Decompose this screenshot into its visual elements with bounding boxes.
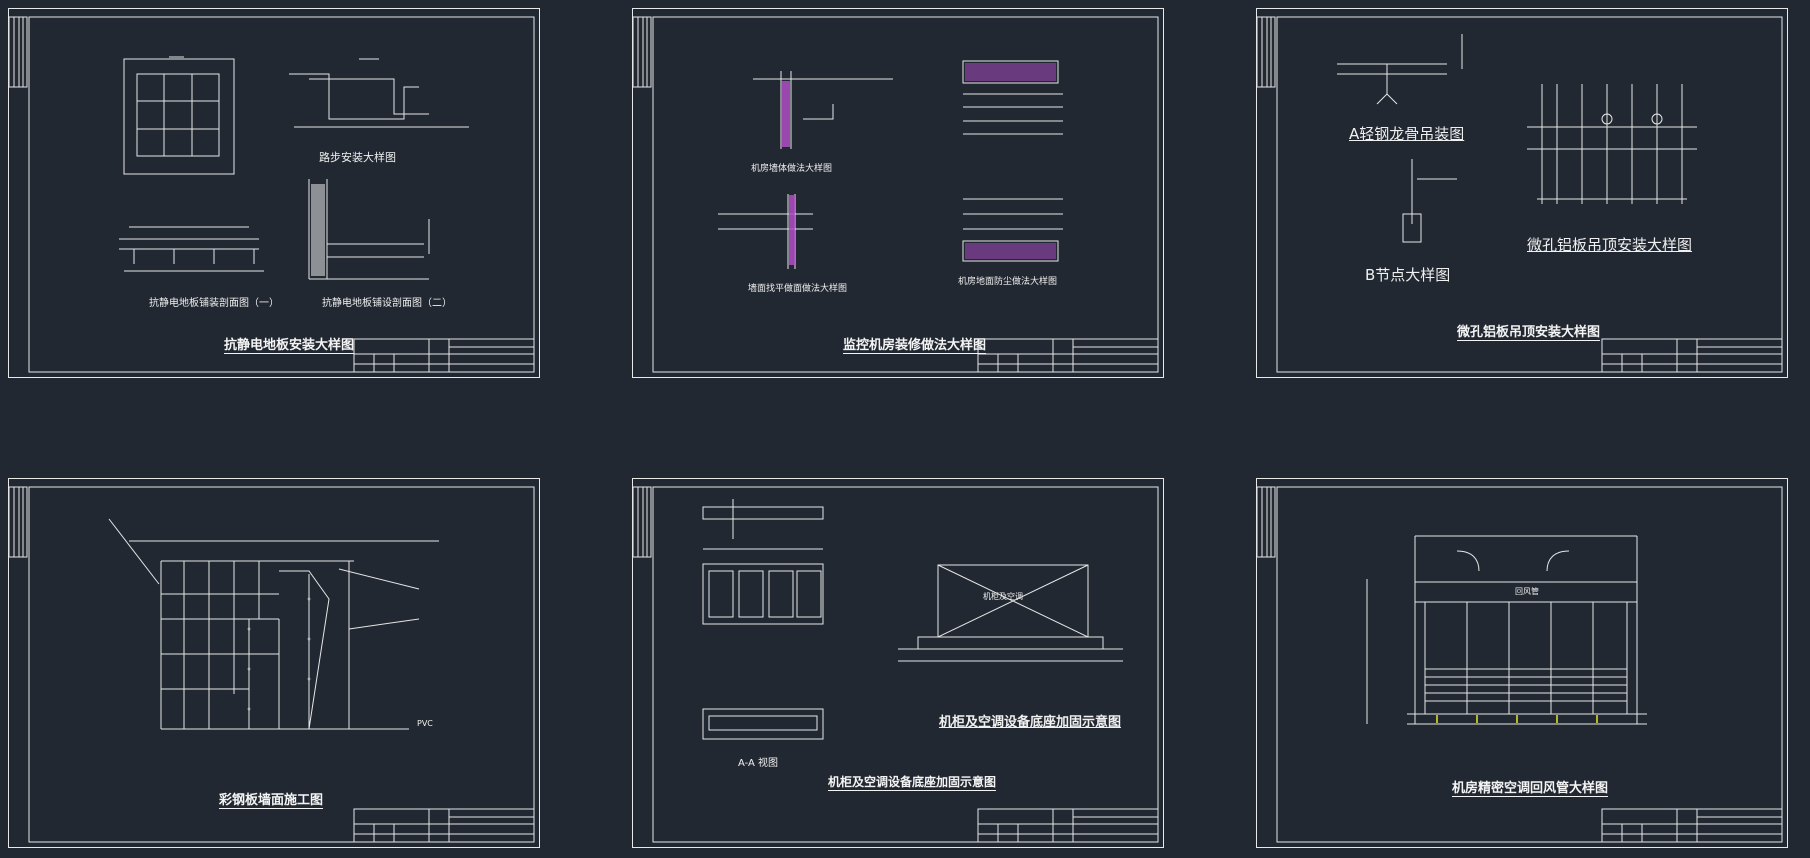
drawing-sheet-4[interactable]: PVC 彩钢板墙面施工图 xyxy=(8,478,540,848)
sheet-1-title: 抗静电地板安装大样图 xyxy=(224,338,355,353)
sheet-6-sublabel-1: 回风管 xyxy=(1515,587,1539,596)
drawing-sheet-1[interactable]: 路步安装大样图 抗静电地板铺装剖面图（一） 抗静电地板铺设剖面图（二） 抗静电地… xyxy=(8,8,540,378)
drawing-sheet-2[interactable]: 机房墙体做法大样图 墙面找平做面做法大样图 机房地面防尘做法大样图 监控机房装修… xyxy=(632,8,1164,378)
sheet-2-sublabel-2: 墙面找平做面做法大样图 xyxy=(748,284,848,294)
sheet-3-title: 微孔铝板吊顶安装大样图 xyxy=(1457,325,1601,340)
drawing-sheet-5[interactable]: A-A 视图 机柜及空调设备底座加固示意图 机柜及空调 机柜及空调设备底座加固示… xyxy=(632,478,1164,848)
sheet-6-linework xyxy=(1257,486,1783,843)
sheet-6-title: 机房精密空调回风管大样图 xyxy=(1452,781,1609,796)
sheet-5-sublabel-2: A-A 视图 xyxy=(738,758,779,769)
sheet-5-sublabel-3: 机柜及空调 xyxy=(983,592,1023,601)
drawing-sheet-3[interactable]: A轻钢龙骨吊装图 B节点大样图 微孔铝板吊顶安装大样图 微孔铝板吊顶安装大样图 xyxy=(1256,8,1788,378)
sheet-3-linework xyxy=(1257,16,1783,373)
sheet-2-sublabel-3: 机房地面防尘做法大样图 xyxy=(958,277,1058,287)
sheet-3-sublabel-3: 微孔铝板吊顶安装大样图 xyxy=(1527,236,1693,254)
sheet-4-title: 彩钢板墙面施工图 xyxy=(219,793,324,808)
sheet-2-sublabel-1: 机房墙体做法大样图 xyxy=(751,164,833,174)
drawing-sheet-6[interactable]: 回风管 机房精密空调回风管大样图 xyxy=(1256,478,1788,848)
sheet-1-sublabel-1: 路步安装大样图 xyxy=(319,151,396,164)
sheet-5-linework xyxy=(633,486,1159,843)
sheet-5-sublabel-1: 机柜及空调设备底座加固示意图 xyxy=(939,715,1122,730)
sheet-2-title: 监控机房装修做法大样图 xyxy=(843,338,987,353)
sheet-1-sublabel-3: 抗静电地板铺设剖面图（二） xyxy=(322,298,452,309)
sheet-1-linework xyxy=(9,16,535,373)
sheet-4-sublabel-1: PVC xyxy=(417,719,433,728)
sheet-1-sublabel-2: 抗静电地板铺装剖面图（一） xyxy=(149,298,279,309)
sheet-3-sublabel-1: A轻钢龙骨吊装图 xyxy=(1349,125,1465,143)
sheet-5-title: 机柜及空调设备底座加固示意图 xyxy=(828,775,997,789)
sheet-4-linework xyxy=(9,486,535,843)
sheet-3-sublabel-2: B节点大样图 xyxy=(1365,266,1451,284)
sheet-2-linework xyxy=(633,16,1159,373)
